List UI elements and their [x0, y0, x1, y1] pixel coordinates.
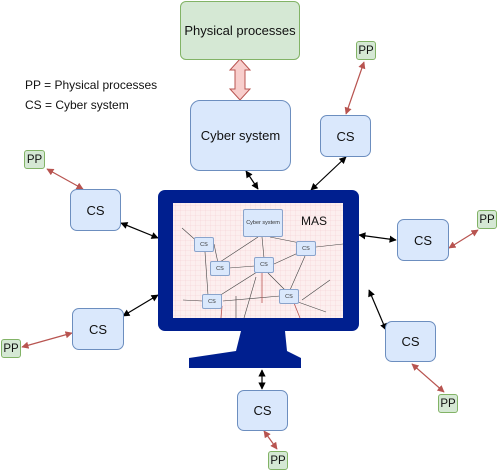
- legend-cs-definition: CS = Cyber system: [25, 98, 129, 112]
- arrow-pp-cs-bottom-right: [411, 363, 445, 393]
- cs-node-left-top: CS: [70, 189, 121, 231]
- arrow-cs-top-right-monitor: [310, 156, 347, 191]
- pp-node-bottom-right: PP: [438, 394, 458, 413]
- cs-node-left-bottom: CS: [72, 308, 124, 350]
- pp-node-bottom: PP: [268, 451, 288, 470]
- arrow-pp-cs-top-right: [344, 61, 366, 115]
- arrow-pp-cs-left-bottom: [21, 331, 73, 349]
- arrow-cs-left-top-monitor: [120, 222, 159, 239]
- screen-cs-node: CS: [254, 257, 274, 273]
- cs-node-top-right: CS: [320, 115, 371, 157]
- arrow-cs-bottom-right-monitor: [368, 289, 387, 331]
- legend-pp-definition: PP = Physical processes: [25, 78, 158, 92]
- cs-node-bottom-right: CS: [385, 321, 436, 362]
- screen-cs-node: CS: [296, 241, 316, 256]
- pp-node-top-right: PP: [356, 41, 376, 60]
- physical-processes-node: Physical processes: [180, 1, 300, 60]
- arrow-pp-cs-left-top: [46, 168, 84, 190]
- cyber-system-node: Cyber system: [190, 100, 291, 171]
- cs-node-bottom: CS: [237, 390, 288, 431]
- screen-cs-node: CS: [210, 261, 230, 276]
- arrow-cs-right-monitor: [358, 232, 397, 243]
- arrow-pp-cs-bottom: [263, 430, 278, 450]
- mas-label: MAS: [301, 214, 328, 228]
- physical-cyber-double-arrow: [228, 58, 252, 101]
- screen-cs-node: CS: [194, 237, 214, 252]
- screen-cs-node: CS: [279, 289, 299, 304]
- screen-cyber-system-node: Cyber system: [243, 209, 283, 237]
- arrow-cs-left-bottom-monitor: [122, 294, 159, 317]
- pp-node-left-top: PP: [24, 150, 45, 169]
- screen-cs-node: CS: [202, 294, 222, 309]
- pp-node-right: PP: [477, 210, 497, 229]
- cs-node-right: CS: [397, 219, 449, 261]
- arrow-pp-cs-right: [448, 229, 479, 249]
- pp-node-left-bottom: PP: [1, 339, 21, 358]
- arrow-cyber-monitor: [245, 170, 259, 190]
